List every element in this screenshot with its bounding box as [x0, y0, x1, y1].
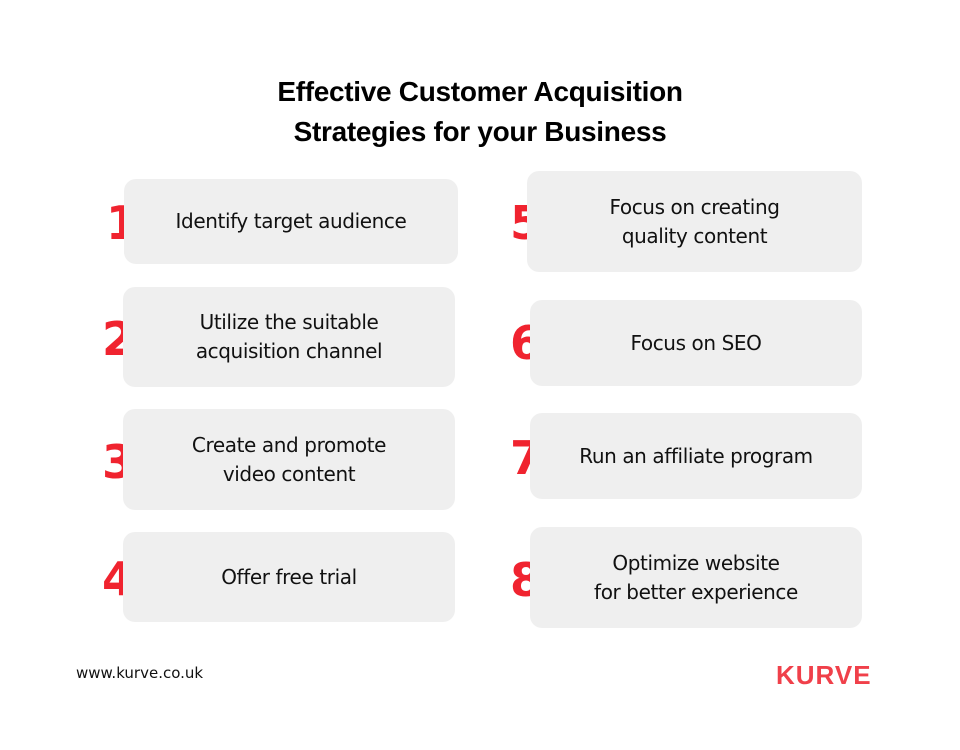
title-line-2: Strategies for your Business: [293, 116, 667, 147]
strategy-card-6: Focus on SEO: [530, 300, 862, 386]
strategy-card-8: Optimize website for better experience: [530, 527, 862, 628]
strategy-text-3: Create and promote video content: [191, 432, 387, 486]
strategy-card-2: Utilize the suitable acquisition channel: [123, 287, 455, 387]
strategy-card-5: Focus on creating quality content: [527, 171, 862, 272]
website-url: www.kurve.co.uk: [76, 664, 204, 682]
strategy-text-5: Focus on creating quality content: [609, 194, 780, 248]
page-title: Effective Customer Acquisition Strategie…: [0, 72, 960, 152]
strategy-card-3: Create and promote video content: [123, 409, 455, 510]
strategy-text-6: Focus on SEO: [630, 330, 762, 355]
strategy-text-4: Offer free trial: [221, 564, 357, 589]
strategy-text-8: Optimize website for better experience: [594, 550, 798, 604]
strategy-card-1: Identify target audience: [124, 179, 458, 264]
title-line-1: Effective Customer Acquisition: [277, 76, 683, 107]
kurve-logo: KURVE: [776, 660, 872, 690]
strategy-card-7: Run an affiliate program: [530, 413, 862, 499]
strategy-card-4: Offer free trial: [123, 532, 455, 622]
strategy-text-1: Identify target audience: [175, 209, 407, 233]
strategy-text-7: Run an affiliate program: [579, 443, 813, 468]
strategy-text-2: Utilize the suitable acquisition channel: [195, 310, 383, 363]
